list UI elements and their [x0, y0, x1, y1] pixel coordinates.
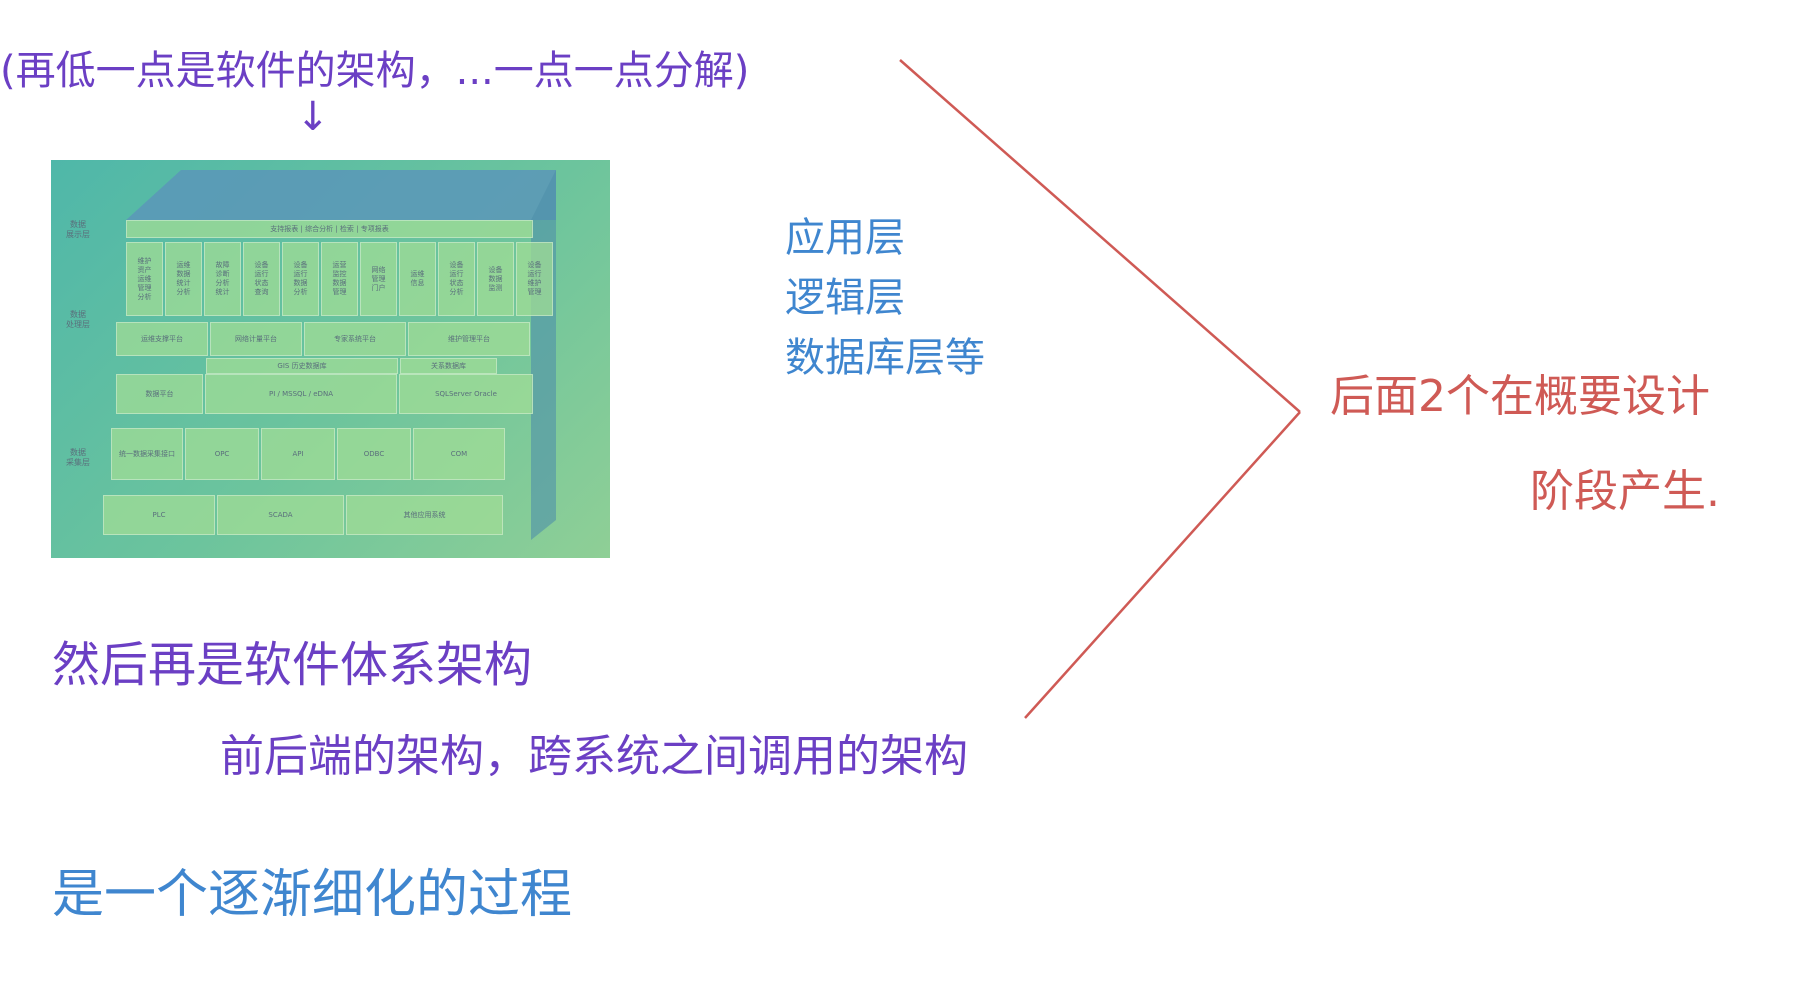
- slide-platform: 专家系统平台: [304, 322, 406, 356]
- slide-db-row: 数据平台: [116, 374, 203, 414]
- slide-platform: 运维支撑平台: [116, 322, 208, 356]
- slide-platform: 维护管理平台: [408, 322, 530, 356]
- slide-label-display: 数据 展示层: [66, 220, 90, 239]
- slide-top-header: 支持报表 | 综合分析 | 检索 | 专项报表: [126, 220, 533, 238]
- slide-bottom: 其他应用系统: [346, 495, 503, 535]
- slide-module: 运营 监控 数据 管理: [321, 242, 358, 316]
- slide-module: 设备 数据 监测: [477, 242, 514, 316]
- slide-collect: ODBC: [337, 428, 411, 480]
- slide-db-row: SQLServer Oracle: [399, 374, 533, 414]
- slide-bottom: SCADA: [217, 495, 344, 535]
- slide-collect: 统一数据采集接口: [111, 428, 183, 480]
- layer-db: 数据库层等: [785, 335, 985, 381]
- layer-logic: 逻辑层: [785, 275, 905, 321]
- slide-label-collection: 数据 采集层: [66, 448, 90, 467]
- slide-collect: OPC: [185, 428, 259, 480]
- mid-annotation: 然后再是软件体系架构: [52, 637, 533, 693]
- right-annotation-line2: 阶段产生.: [1530, 466, 1720, 517]
- slide-module: 设备 运行 维护 管理: [516, 242, 553, 316]
- down-arrow-icon: ↓: [296, 94, 330, 140]
- slide-collect: API: [261, 428, 335, 480]
- slide-label-processing: 数据 处理层: [66, 310, 90, 329]
- slide-module: 运维 数据 统计 分析: [165, 242, 202, 316]
- bottom-annotation: 是一个逐渐细化的过程: [52, 865, 573, 925]
- slide-module: 设备 运行 状态 查询: [243, 242, 280, 316]
- slide-bottom: PLC: [103, 495, 215, 535]
- slide-db-row: PI / MSSQL / eDNA: [205, 374, 397, 414]
- layer-app: 应用层: [785, 215, 905, 261]
- red-bracket-lines: [899, 59, 1301, 719]
- architecture-slide-photo: 数据 展示层 数据 处理层 数据 采集层 支持报表 | 综合分析 | 检索 | …: [51, 160, 610, 558]
- slide-module: 维护 资产 运维 管理 分析: [126, 242, 163, 316]
- top-annotation: (再低一点是软件的架构，...一点一点分解): [0, 48, 750, 94]
- slide-module: 设备 运行 状态 分析: [438, 242, 475, 316]
- slide-platform: 网络计量平台: [210, 322, 302, 356]
- slide-collect: COM: [413, 428, 505, 480]
- slide-db-relational: 关系数据库: [400, 358, 497, 374]
- slide-module: 设备 运行 数据 分析: [282, 242, 319, 316]
- sub-annotation: 前后端的架构，跨系统之间调用的架构: [220, 731, 968, 782]
- slide-module: 运维 信息: [399, 242, 436, 316]
- slide-db-history: GIS 历史数据库: [206, 358, 398, 374]
- slide-module: 故障 诊断 分析 统计: [204, 242, 241, 316]
- right-annotation-line1: 后面2个在概要设计: [1330, 371, 1710, 422]
- slide-module: 网络 管理 门户: [360, 242, 397, 316]
